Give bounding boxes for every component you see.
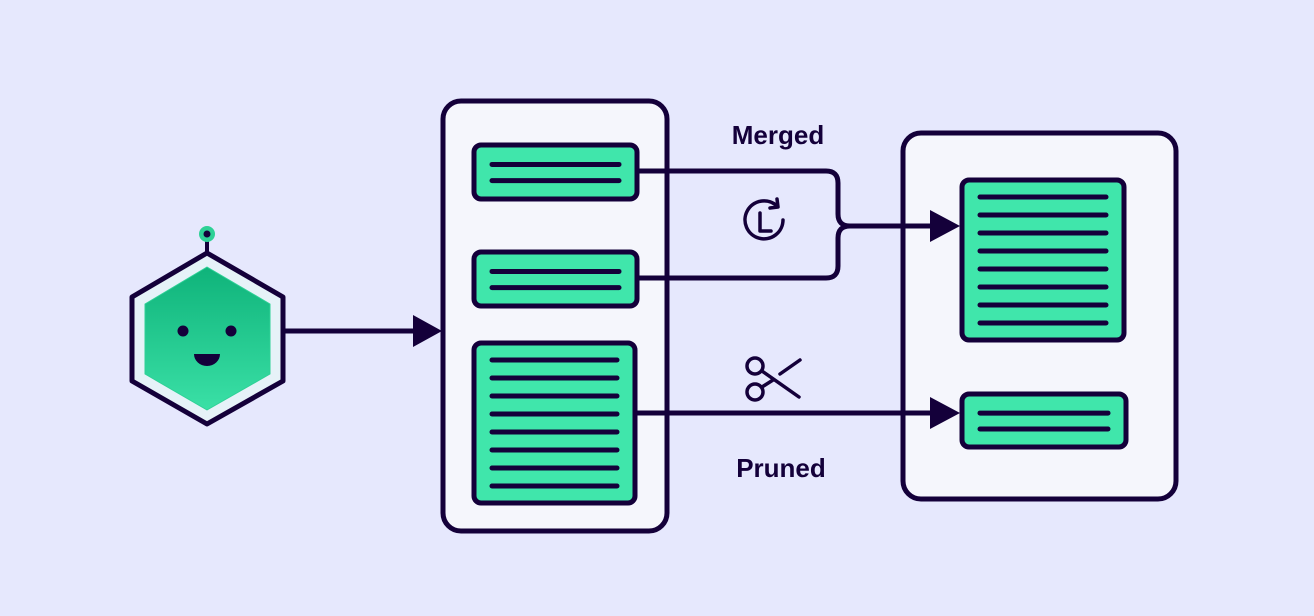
- prune-connector: [635, 397, 960, 429]
- memory-item-short-2: [471, 249, 640, 309]
- card-body: [959, 177, 1127, 343]
- memory-item-merged: [959, 177, 1127, 343]
- memory-item-pruned: [959, 391, 1129, 450]
- antenna-dot: [203, 230, 211, 238]
- card-body: [471, 142, 640, 202]
- memory-cards: [471, 142, 1129, 506]
- memory-item-long: [471, 340, 638, 506]
- pruned-label: Pruned: [736, 453, 826, 483]
- merged-label: Merged: [732, 120, 824, 150]
- merge-connector: [637, 168, 960, 281]
- agent-eye-right: [225, 325, 237, 337]
- card-body: [471, 340, 638, 506]
- card-body: [959, 391, 1129, 450]
- scissors-icon: [745, 356, 802, 402]
- agent-to-store-arrow: [284, 315, 442, 347]
- clock-refresh-icon: [743, 197, 785, 241]
- card-body: [471, 249, 640, 309]
- memory-item-short-1: [471, 142, 640, 202]
- agent-robot: [129, 226, 286, 427]
- agent-smile: [194, 354, 220, 366]
- agent-hex-inner: [144, 266, 271, 411]
- agent-eye-left: [177, 325, 189, 337]
